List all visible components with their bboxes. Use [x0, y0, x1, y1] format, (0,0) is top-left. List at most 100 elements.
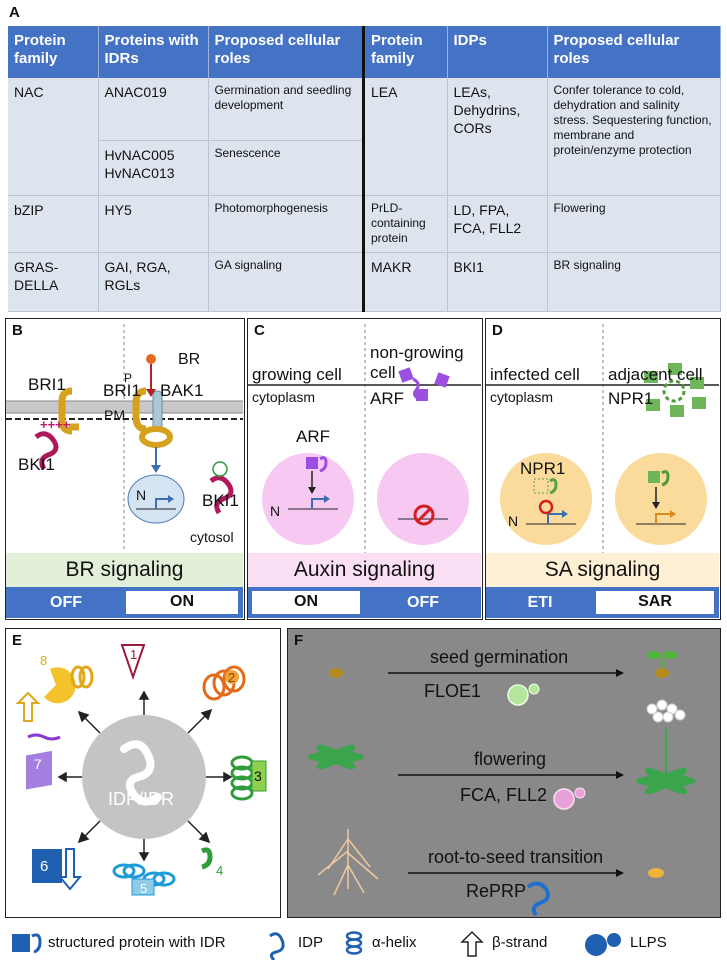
header-roles: Proposed cellular roles [208, 26, 363, 78]
npr1-label-top: NPR1 [608, 389, 654, 408]
off-label: OFF [50, 594, 82, 611]
arf-label-top: ARF [370, 389, 404, 408]
root-to-seed-label: root-to-seed transition [428, 847, 604, 867]
panel-c-drawing [248, 324, 481, 553]
panel-b: ++++ P BR BRI1 BRI1 BAK1 PM BKI1 BKI1 N … [5, 318, 245, 620]
root [317, 829, 379, 896]
cell-family: GRAS-DELLA [8, 252, 99, 312]
panel-b-label: B [12, 322, 23, 339]
seed [329, 668, 343, 678]
bri1-receptor-left [58, 387, 73, 435]
arf-label-nucleus: ARF [296, 427, 330, 446]
header-roles: Proposed cellular roles [547, 26, 721, 78]
table-left: Protein family Proteins with IDRs Propos… [8, 26, 363, 312]
label-6: 6 [40, 858, 49, 875]
cell-family: bZIP [8, 195, 99, 253]
cell-protein: GAI, RGA, RGLs [98, 252, 209, 312]
label-5: 5 [140, 881, 148, 896]
helix-3-box [251, 760, 267, 792]
arf-idr [319, 456, 328, 473]
cell-role: BR signaling [547, 252, 721, 312]
panel-d: infected cell adjacent cell cytoplasm NP… [485, 318, 721, 620]
cytosol-label: cytosol [190, 529, 234, 545]
header-protein-family: Protein family [8, 26, 99, 78]
seed-germination-label: seed germination [430, 647, 569, 667]
cytoplasm-label: cytoplasm [252, 389, 316, 405]
helix-5-box [131, 878, 155, 896]
cell-protein: ANAC019 [98, 78, 209, 141]
bri1-label-left: BRI1 [28, 375, 66, 394]
helix-2 [202, 665, 246, 701]
cell-protein: LEAs, Dehydrins, CORs [447, 78, 548, 196]
helix-icon [345, 931, 363, 955]
bri1-kinase-right [139, 426, 173, 448]
bki1-idp-left [34, 431, 59, 471]
beta-structure-1 [120, 644, 146, 681]
phosphate-circle [212, 461, 228, 477]
floe1-label: FLOE1 [424, 681, 482, 701]
header-idps: IDPs [447, 26, 548, 78]
br-onoff-bar: OFF ON [6, 587, 243, 618]
panel-a-label: A [9, 4, 20, 21]
bki1-label-right: BKI1 [202, 491, 239, 510]
strand-icon [460, 930, 484, 957]
cell-protein: HY5 [98, 195, 209, 253]
cell-protein: LD, FPA, FCA, FLL2 [447, 195, 548, 253]
reprp-label: RePRP [466, 881, 527, 901]
cell-family: PrLD-containing protein [365, 195, 448, 253]
cell-family: MAKR [365, 252, 448, 312]
protein-table: Protein family Proteins with IDRs Propos… [8, 26, 721, 312]
bri1-receptor-right [132, 387, 147, 433]
label-7: 7 [34, 756, 42, 772]
nongrowing-cell-label: non-growing cell [370, 343, 464, 382]
pm-label: PM [104, 407, 125, 423]
flowering-label: flowering [474, 749, 547, 769]
structure-6 [32, 849, 62, 883]
structure-7 [26, 750, 52, 790]
eti-label: ETI [527, 594, 553, 611]
panel-f-drawing [308, 651, 696, 916]
cell-family: LEA [365, 78, 448, 196]
cell-role: Photomorphogenesis [208, 195, 363, 253]
signal-arrowhead [151, 465, 161, 473]
seed-product [648, 868, 664, 878]
panel-e-drawing [15, 644, 267, 896]
cell-role: Senescence [208, 140, 363, 196]
npr1-dashed [533, 478, 549, 494]
structured-protein-icon [12, 934, 30, 952]
growing-cell-label: growing cell [252, 365, 342, 384]
br-ligand [146, 354, 156, 364]
nucleus-adjacent [615, 453, 707, 545]
cytoplasm-label: cytoplasm [490, 389, 554, 405]
arf-square [306, 457, 318, 469]
rosette-left [308, 744, 364, 770]
reprp-idp [526, 881, 550, 916]
legend-icons [12, 930, 621, 960]
fca-droplet [553, 788, 575, 810]
panel-c-label: C [254, 322, 265, 339]
label-4: 4 [216, 863, 224, 878]
legend: structured protein with IDR IDP α-helix … [8, 928, 720, 960]
auxin-signaling-band: Auxin signaling [248, 553, 481, 587]
arrows [57, 690, 233, 862]
rosette-right [636, 767, 696, 795]
br-arrowhead [146, 389, 156, 397]
label-3: 3 [254, 768, 262, 784]
br-signaling-band: BR signaling [6, 553, 243, 587]
bak1-label: BAK1 [160, 381, 204, 400]
label-8: 8 [40, 653, 48, 668]
llps-icon [585, 934, 607, 956]
helix-3 [230, 755, 254, 801]
idp-shape [120, 740, 162, 806]
infected-cell-label: infected cell [490, 365, 580, 384]
legend-structured: structured protein with IDR [48, 934, 226, 951]
arf-condensate [398, 367, 414, 383]
legend-llps: LLPS [630, 934, 667, 951]
panel-b-drawing: ++++ [6, 324, 243, 549]
charge-marks: ++++ [40, 417, 71, 432]
panel-e: IDP/IDR 1 2 3 4 5 6 7 8 [5, 628, 281, 918]
sar-label: SAR [596, 591, 714, 614]
cell-protein: HvNAC005 HvNAC013 [98, 140, 209, 196]
sa-signaling-band: SA signaling [486, 553, 719, 587]
br-label: BR [178, 351, 201, 368]
